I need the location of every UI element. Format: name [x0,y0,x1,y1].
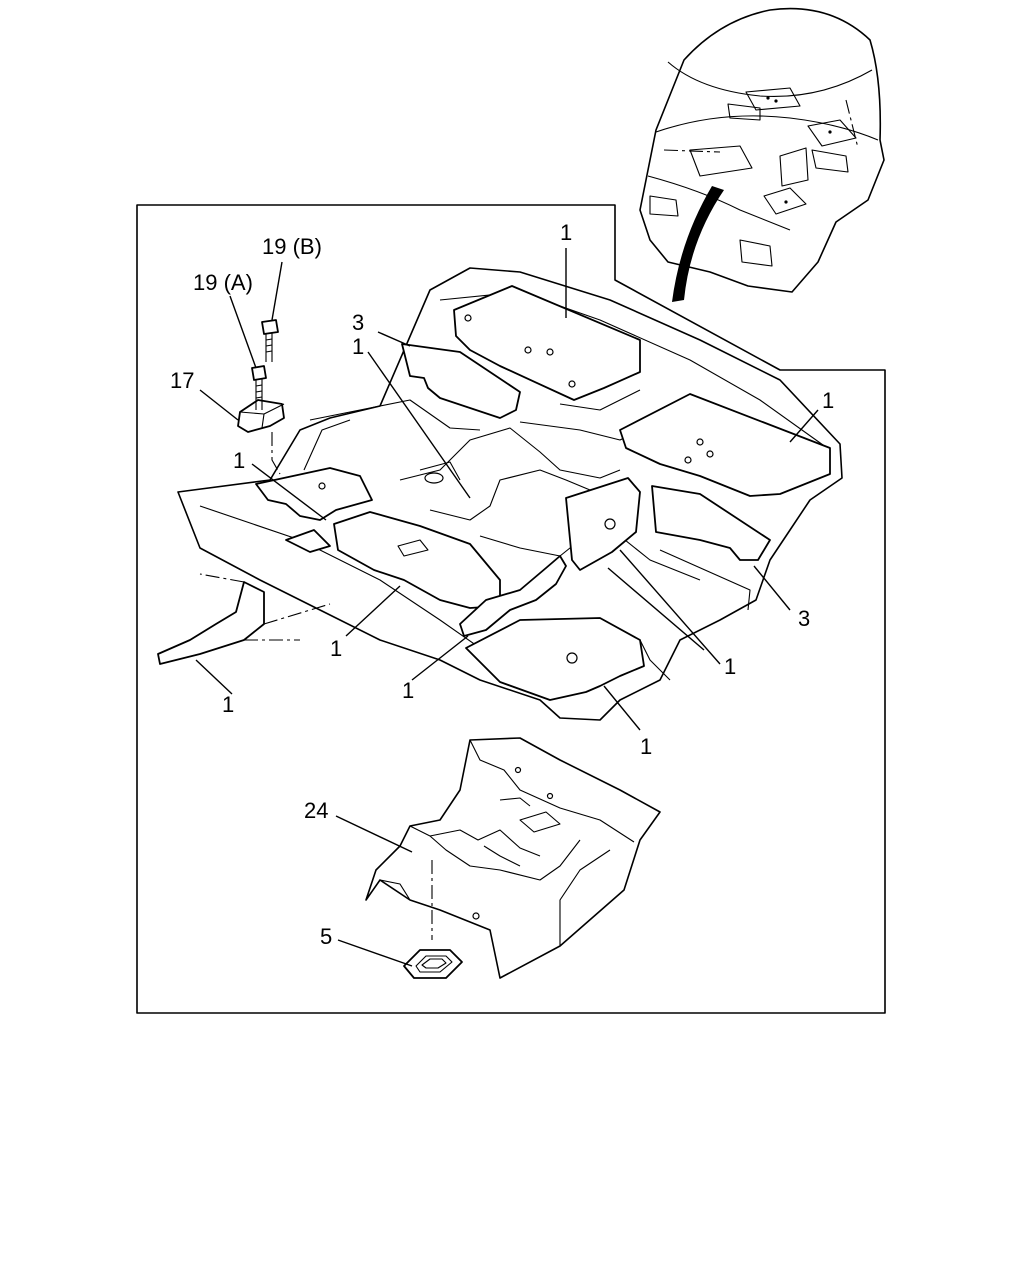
bracket-17 [237,399,285,433]
callout-1-front-right: 1 [640,734,652,759]
callout-3-right: 3 [798,606,810,631]
insulator-pad-rear-right [619,393,831,497]
leader-lines [195,248,819,967]
callout-24: 24 [304,798,328,823]
bolt-19b [261,319,279,362]
zoom-pointer-icon [672,186,724,302]
callout-19b: 19 (B) [262,234,322,259]
callout-1-front-left: 1 [233,448,245,473]
insulator-pad-center-strip [459,555,567,637]
grommet-5 [403,949,463,979]
callout-1-top: 1 [560,220,572,245]
side-pad-left [401,343,521,419]
floor-subassembly-24 [365,737,661,979]
callout-17: 17 [170,368,194,393]
callout-1-side-panel: 1 [222,692,234,717]
callout-1-dash: 1 [724,654,736,679]
insulator-pad-front-floor [333,511,501,609]
callout-1-right: 1 [822,388,834,413]
insulator-pad-front-right [465,617,645,701]
tunnel-pad [285,529,331,553]
insulator-pad-rear-left [453,285,641,401]
bolt-19a [251,365,267,410]
callout-1-strip: 1 [402,678,414,703]
callout-5: 5 [320,924,332,949]
floor-panel-assembly [157,267,843,721]
callout-3-left: 3 [352,310,364,335]
bracket-assembly [237,319,285,475]
callout-1-front-floor: 1 [330,636,342,661]
callout-1-left-pad: 1 [352,334,364,359]
insulator-pad-side-panel [157,581,265,665]
insulator-pad-front-left [255,467,373,521]
callout-19a: 19 (A) [193,270,253,295]
detail-frame [136,204,886,1014]
side-pad-right [651,485,771,561]
insulator-pad-dash-right [565,477,641,571]
callout-labels: 1 19 (B) 19 (A) 17 3 1 1 1 3 1 1 1 1 1 2… [170,220,834,949]
cab-overview-inset [639,7,885,302]
